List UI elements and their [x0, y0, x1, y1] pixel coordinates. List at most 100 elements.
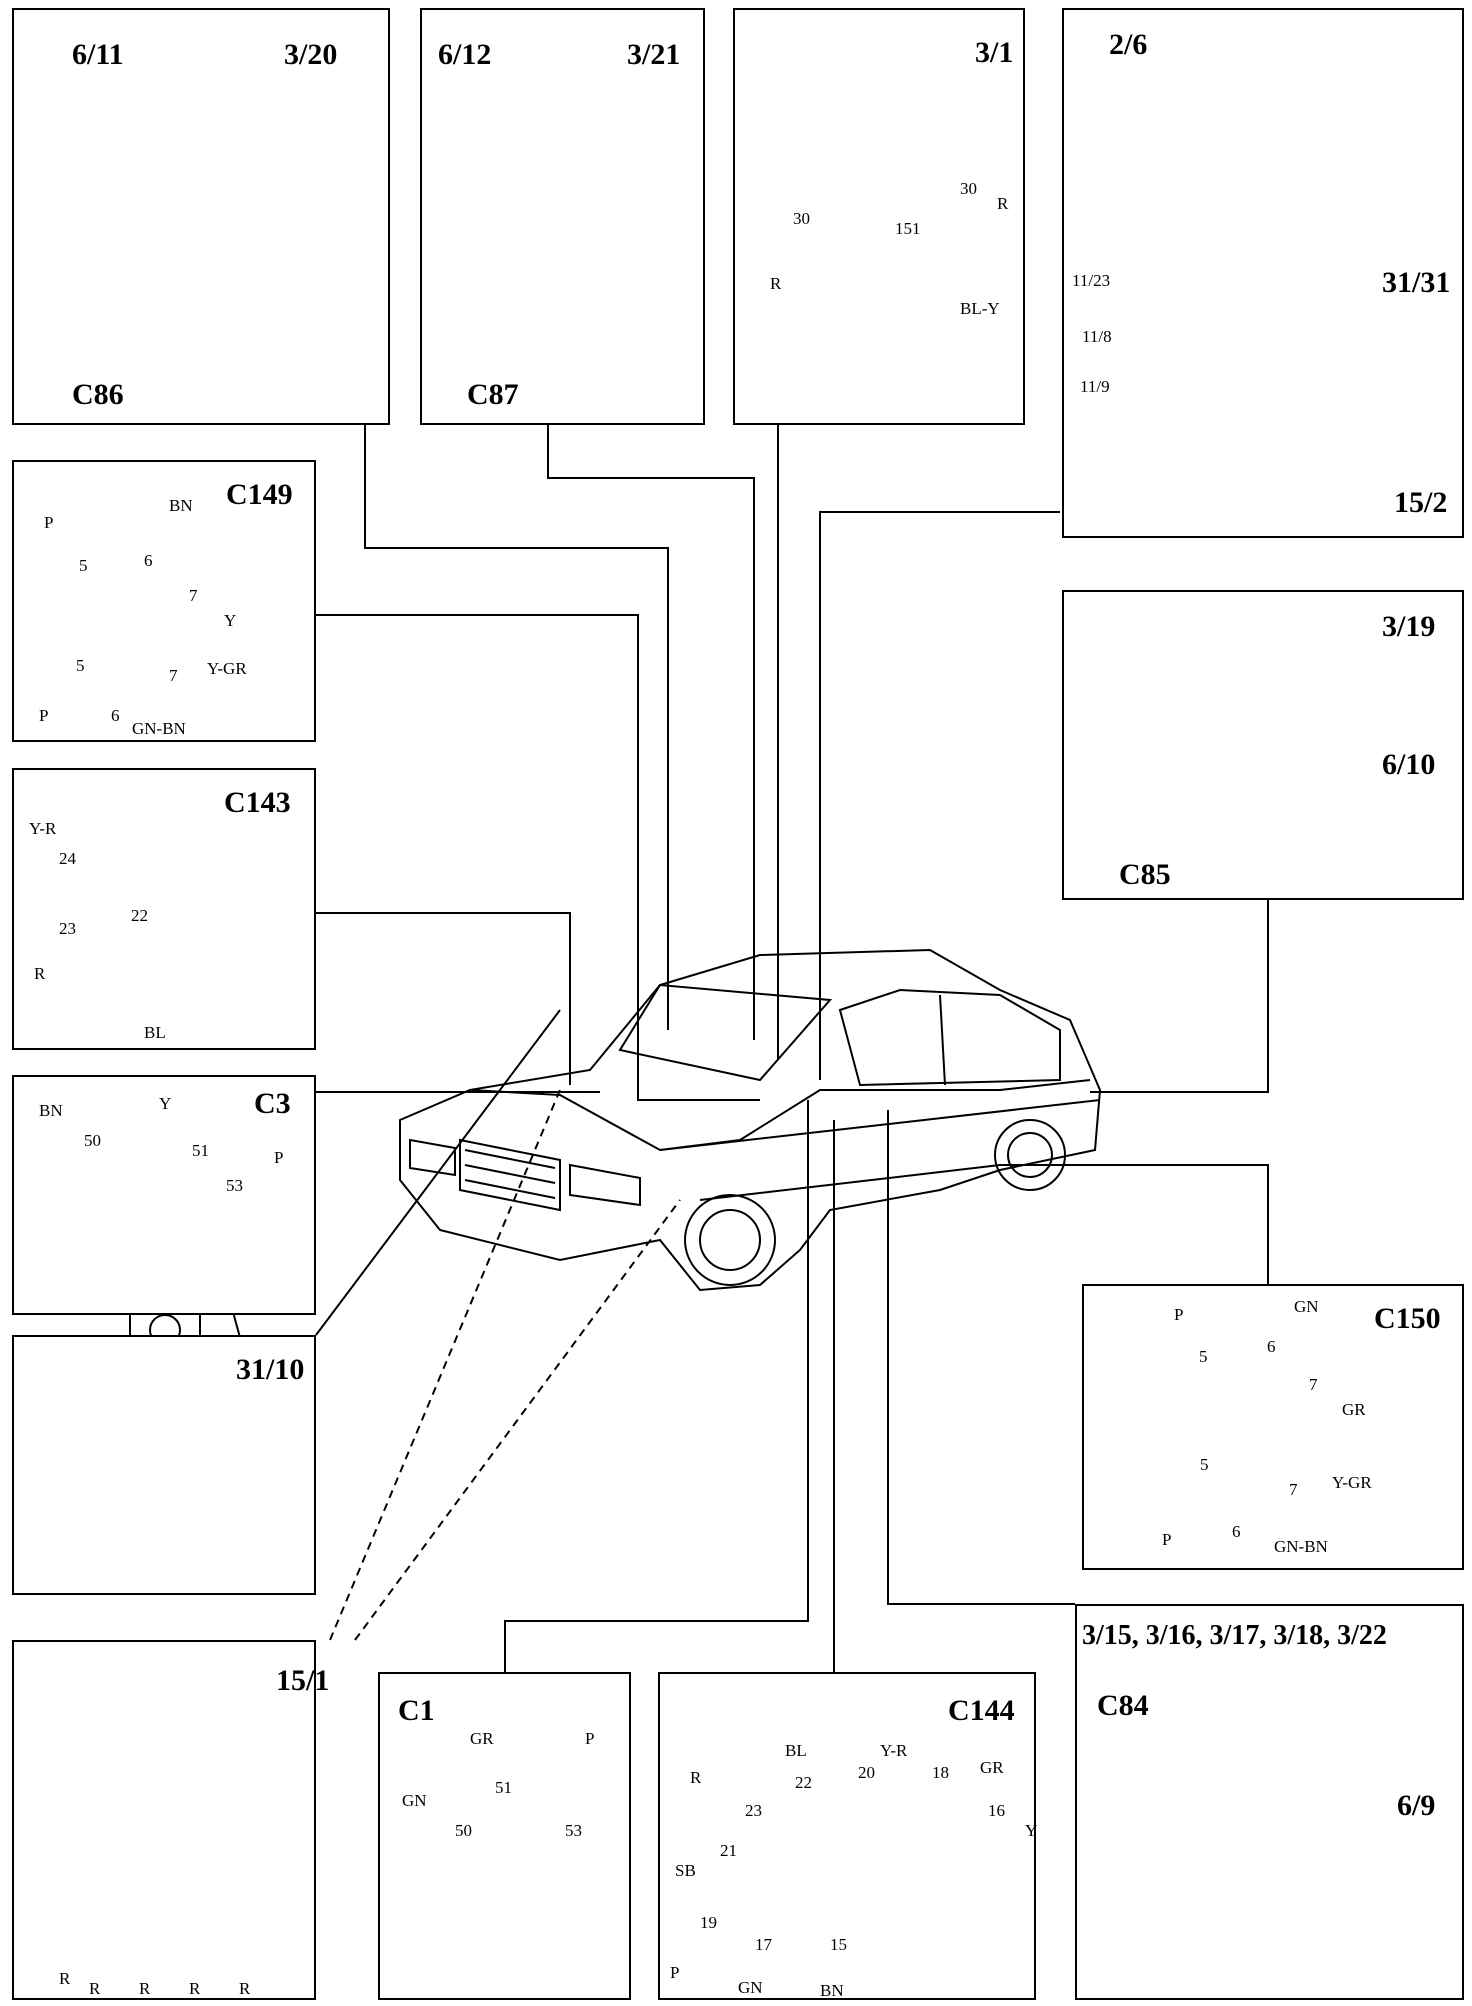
panel-c150: C150 P GN 5 6 7 GR 5 7 Y-GR P 6 GN-BN	[1082, 1284, 1464, 1570]
panel-15-1: 15/1 R R R R R	[12, 1640, 329, 2000]
panel-ignition-switch: 3/1 30 R 30 151 R BL-Y	[733, 8, 1025, 425]
label-c150: C150	[1374, 1302, 1441, 1335]
wire-y-gr: Y-GR	[207, 659, 247, 678]
pin-5-bottom: 5	[76, 656, 85, 675]
label-c86: C86	[72, 378, 124, 411]
wire-r: R	[690, 1768, 702, 1787]
pin-7: 7	[189, 586, 198, 605]
wire-bn: BN	[169, 496, 193, 515]
panel-relay-box: 2/6 31/31 15/2 11/23 11/8 11/9	[1062, 8, 1464, 538]
label-31-10: 31/10	[236, 1353, 305, 1386]
pin-6-bottom: 6	[111, 706, 120, 725]
pin-151: 151	[895, 219, 921, 238]
wire-gr: GR	[980, 1758, 1004, 1777]
label-2-6: 2/6	[1109, 28, 1148, 61]
label-3-1: 3/1	[975, 36, 1014, 69]
wire-sb: SB	[675, 1861, 696, 1880]
pin-7-bottom: 7	[169, 666, 178, 685]
pin-30-right: 30	[960, 179, 977, 198]
panel-c1: C1 GR P 51 GN 50 53	[378, 1672, 631, 2000]
wire-gr: GR	[1342, 1400, 1366, 1419]
pin-20: 20	[858, 1763, 875, 1782]
pin-21: 21	[720, 1841, 737, 1860]
pin-23: 23	[59, 919, 76, 938]
wire-gn: GN	[738, 1978, 763, 1997]
wire-bn: BN	[39, 1101, 63, 1120]
car-illustration	[399, 948, 1102, 1292]
wire-bn: BN	[820, 1981, 844, 2000]
wire-r-5: R	[239, 1979, 251, 1998]
pin-6-bottom: 6	[1232, 1522, 1241, 1541]
pin-16: 16	[988, 1801, 1005, 1820]
wire-bl-y: BL-Y	[960, 299, 1000, 318]
label-c143: C143	[224, 786, 291, 819]
pin-50: 50	[84, 1131, 101, 1150]
wire-y-r: Y-R	[29, 819, 57, 838]
wire-gn: GN	[1294, 1297, 1319, 1316]
panel-c144: C144 BL Y-R R 20 22 18 GR 23 16 Y 21 SB …	[658, 1672, 1038, 2000]
pin-22: 22	[131, 906, 148, 925]
wire-r-left: R	[770, 274, 782, 293]
pin-6: 6	[1267, 1337, 1276, 1356]
label-6-10: 6/10	[1382, 748, 1436, 781]
wire-y: Y	[1025, 1821, 1038, 1840]
wire-y: Y	[159, 1094, 172, 1113]
pin-6: 6	[144, 551, 153, 570]
panel-c143: C143 Y-R 24 23 22 R BL	[12, 768, 316, 1050]
label-6-11: 6/11	[72, 38, 124, 71]
label-3-15-group: 3/15, 3/16, 3/17, 3/18, 3/22	[1082, 1620, 1387, 1651]
label-c3: C3	[254, 1087, 291, 1120]
label-c87: C87	[467, 378, 519, 411]
panel-door-front-left: 6/11 3/20 C86	[12, 8, 390, 425]
label-3-20: 3/20	[284, 38, 338, 71]
label-31-31: 31/31	[1382, 266, 1451, 299]
panel-c3: C3 BN Y 50 51 P 53	[12, 1075, 316, 1315]
wire-bl: BL	[144, 1023, 166, 1042]
wire-gr: GR	[470, 1729, 494, 1748]
wire-r-1: R	[59, 1969, 71, 1988]
wire-r-2: R	[89, 1979, 101, 1998]
pin-17: 17	[755, 1935, 772, 1954]
pin-7: 7	[1309, 1375, 1318, 1394]
wire-p: P	[585, 1729, 595, 1748]
pin-50: 50	[455, 1821, 472, 1840]
wire-y: Y	[224, 611, 237, 630]
pin-5: 5	[1199, 1347, 1208, 1366]
label-15-2: 15/2	[1394, 486, 1448, 519]
pin-53: 53	[565, 1821, 582, 1840]
pin-22: 22	[795, 1773, 812, 1792]
label-c144: C144	[948, 1694, 1015, 1727]
wire-gn-bn: GN-BN	[1274, 1537, 1328, 1556]
pin-15: 15	[830, 1935, 847, 1954]
pin-18: 18	[932, 1763, 949, 1782]
pin-30-left: 30	[793, 209, 810, 228]
label-c84: C84	[1097, 1689, 1149, 1722]
wire-r: R	[34, 964, 46, 983]
wire-y-r: Y-R	[880, 1741, 908, 1760]
wire-p: P	[1174, 1305, 1184, 1324]
label-6-9: 6/9	[1397, 1789, 1436, 1822]
wire-r-right: R	[997, 194, 1009, 213]
pin-51: 51	[495, 1778, 512, 1797]
wire-gn: GN	[402, 1791, 427, 1810]
wire-p: P	[44, 513, 54, 532]
pin-5-bottom: 5	[1200, 1455, 1209, 1474]
wire-bl: BL	[785, 1741, 807, 1760]
label-3-19: 3/19	[1382, 610, 1436, 643]
pin-23: 23	[745, 1801, 762, 1820]
label-11-8: 11/8	[1082, 327, 1112, 346]
pin-24: 24	[59, 849, 76, 868]
wire-p-bottom: P	[39, 706, 49, 725]
pin-19: 19	[700, 1913, 717, 1932]
wire-gn-bn: GN-BN	[132, 719, 186, 738]
pin-53: 53	[226, 1176, 243, 1195]
panel-door-rear-left: 6/12 3/21 C87	[420, 8, 705, 425]
panel-door-rear-right: 3/19 6/10 C85	[1062, 590, 1464, 900]
label-c1: C1	[398, 1694, 435, 1727]
label-11-9: 11/9	[1080, 377, 1110, 396]
wire-r-4: R	[189, 1979, 201, 1998]
wire-y-gr: Y-GR	[1332, 1473, 1372, 1492]
pin-5: 5	[79, 556, 88, 575]
label-c85: C85	[1119, 858, 1171, 891]
wire-p: P	[274, 1148, 284, 1167]
